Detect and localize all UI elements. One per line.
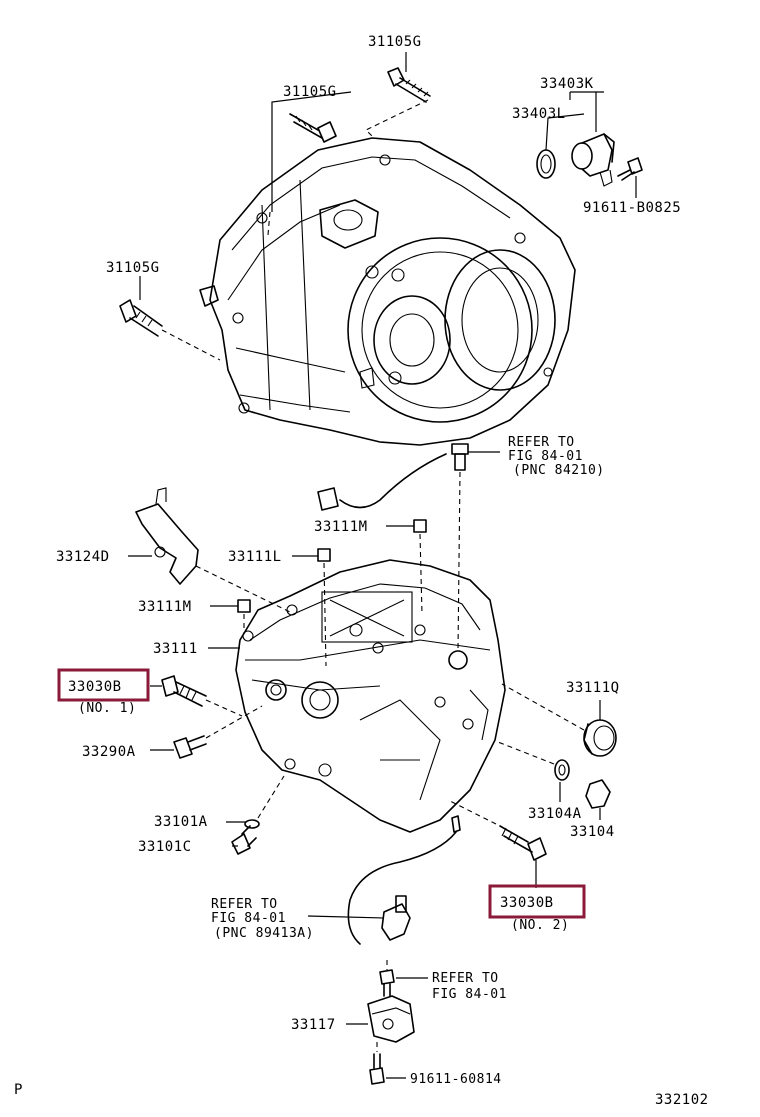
label-33111l[interactable]: 33111L <box>228 549 282 565</box>
label-33403k[interactable]: 33403K <box>540 76 594 92</box>
sensor-sleeve-33403k[interactable] <box>571 133 615 187</box>
speed-sensor-89413a[interactable] <box>347 815 461 945</box>
label-33117[interactable]: 33117 <box>291 1017 336 1033</box>
bolt-31105g-left[interactable] <box>119 299 163 337</box>
label-33030b-no1[interactable]: 33030B <box>68 679 122 695</box>
label-33124d[interactable]: 33124D <box>56 549 110 565</box>
bracket-33124d[interactable] <box>135 487 199 585</box>
speedometer-sensor[interactable] <box>317 443 469 511</box>
label-31105g-top-a[interactable]: 31105G <box>368 34 422 50</box>
ref-sensor-line2: FIG 84-01 <box>211 911 286 926</box>
label-33104[interactable]: 33104 <box>570 824 615 840</box>
label-33030b-no2[interactable]: 33030B <box>500 895 554 911</box>
ref-bottom-line1: REFER TO <box>432 971 499 986</box>
bolt-31105g-top-a[interactable] <box>387 67 431 103</box>
label-33111m-left[interactable]: 33111M <box>138 599 192 615</box>
gasket-33101a[interactable] <box>244 819 260 829</box>
plug-33111m-top[interactable] <box>413 519 427 533</box>
clutch-housing-drawing <box>199 137 576 446</box>
label-91611-60814[interactable]: 91611-60814 <box>410 1072 502 1087</box>
ref-top-line1: REFER TO <box>508 435 575 450</box>
plug-33111m-left[interactable] <box>237 599 251 613</box>
plug-33111l[interactable] <box>317 548 331 562</box>
label-33111m-top[interactable]: 33111M <box>314 519 368 535</box>
highlight-box-no2 <box>488 884 586 919</box>
bolt-33030b-no2[interactable] <box>499 825 547 861</box>
ref-top-line2: FIG 84-01 <box>508 449 583 464</box>
label-33111q[interactable]: 33111Q <box>566 680 620 696</box>
label-33101c[interactable]: 33101C <box>138 839 192 855</box>
plug-33104[interactable] <box>585 779 611 809</box>
label-33104a[interactable]: 33104A <box>528 806 582 822</box>
ref-top-line3: (PNC 84210) <box>513 463 605 478</box>
label-33101a[interactable]: 33101A <box>154 814 208 830</box>
label-33111[interactable]: 33111 <box>153 641 198 657</box>
plug-33101c[interactable] <box>231 825 257 855</box>
figure-number: 332102 <box>655 1092 709 1108</box>
bolt-91611-60814[interactable] <box>369 1053 385 1085</box>
sensor-oring-33403l[interactable] <box>536 149 556 179</box>
bolt-top-33117[interactable] <box>379 969 395 997</box>
bracket-33117[interactable] <box>367 995 415 1043</box>
bolt-33290a[interactable] <box>173 735 207 759</box>
bolt-91611-b0825[interactable] <box>617 157 643 181</box>
label-no1-note: (NO. 1) <box>78 701 136 716</box>
highlight-box-no1 <box>57 668 150 702</box>
oil-seal-33111q[interactable] <box>583 719 617 757</box>
label-91611-b0825[interactable]: 91611-B0825 <box>583 200 681 216</box>
gasket-33104a[interactable] <box>554 759 570 781</box>
label-31105g-left[interactable]: 31105G <box>106 260 160 276</box>
transaxle-case-drawing <box>235 559 506 833</box>
label-no2-note: (NO. 2) <box>511 918 569 933</box>
label-33403l[interactable]: 33403L <box>512 106 566 122</box>
label-31105g-top-b[interactable]: 31105G <box>283 84 337 100</box>
ref-bottom-line2: FIG 84-01 <box>432 987 507 1002</box>
ref-sensor-line3: (PNC 89413A) <box>214 926 314 941</box>
bolt-33030b-no1[interactable] <box>161 675 207 707</box>
page-corner-mark: P <box>14 1082 23 1098</box>
bolt-31105g-top-b[interactable] <box>289 113 337 143</box>
label-33290a[interactable]: 33290A <box>82 744 136 760</box>
ref-sensor-line1: REFER TO <box>211 897 278 912</box>
